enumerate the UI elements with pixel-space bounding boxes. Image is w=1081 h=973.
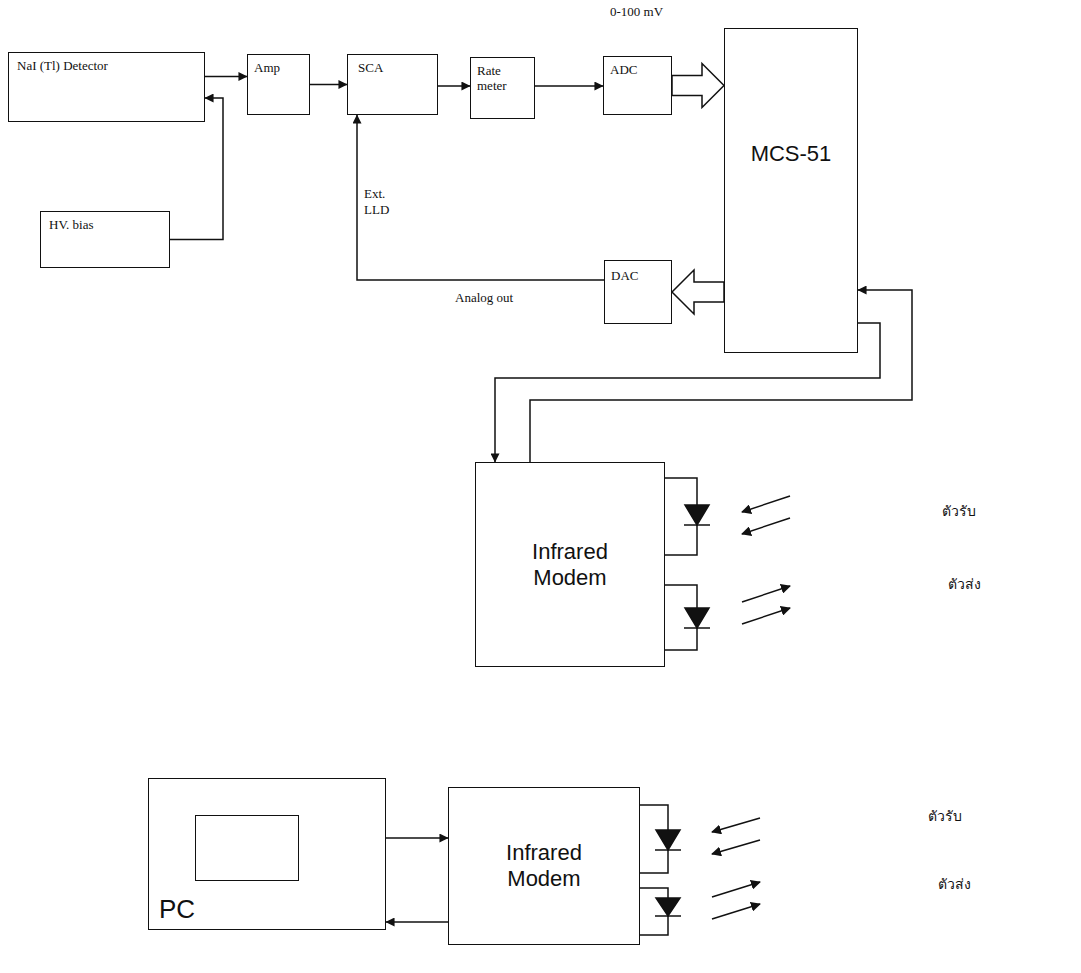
bus-arrow — [672, 64, 724, 108]
light-arrow — [712, 904, 760, 919]
pc-box: PC — [148, 778, 386, 930]
signal-range: 0-100 mV — [610, 4, 700, 20]
node-label: MCS-51 — [751, 141, 832, 167]
receiver-label: ตัวรับ — [942, 503, 1012, 521]
diode-lead — [640, 850, 668, 873]
diode-lead — [640, 916, 668, 935]
signal-connector — [310, 84, 347, 86]
diode-lead — [665, 525, 697, 555]
light-arrow — [712, 882, 760, 897]
light-arrow — [712, 840, 760, 854]
adc-box: ADC — [603, 56, 672, 115]
light-arrow — [742, 518, 790, 534]
light-arrow — [742, 608, 790, 624]
diode-symbol — [685, 608, 709, 628]
ratemeter-box: Rate meter — [470, 57, 535, 119]
diode-lead — [640, 888, 668, 898]
microcontroller-box: MCS-51 — [724, 28, 858, 353]
signal-name: Ext. LLD — [364, 186, 404, 219]
light-arrow — [742, 586, 790, 602]
node-label: Rate meter — [477, 64, 528, 94]
node-label: Infrared Modem — [515, 539, 625, 591]
diode-lead — [665, 585, 697, 608]
receiver-label: ตัวรับ — [928, 808, 998, 826]
diode-lead — [665, 478, 697, 505]
modem-box: Infrared Modem — [448, 787, 640, 945]
diode-symbol — [656, 898, 680, 916]
diode-lead — [640, 805, 668, 830]
node-label: Amp — [254, 61, 280, 76]
node-label: HV. bias — [49, 218, 94, 233]
detector-box: NaI (Tl) Detector — [8, 52, 205, 122]
light-arrow — [712, 818, 760, 832]
node-label: NaI (Tl) Detector — [17, 59, 108, 74]
bus-arrow — [672, 270, 724, 314]
diode-symbol — [656, 830, 680, 850]
node-label: SCA — [358, 61, 383, 76]
transmitter-label: ตัวส่ง — [948, 576, 1018, 594]
monitor-screen — [195, 815, 299, 881]
node-label: ADC — [610, 63, 637, 78]
node-label: PC — [159, 894, 195, 925]
diode-lead — [665, 628, 697, 650]
signal-connector — [535, 85, 603, 87]
signal-connector — [438, 85, 470, 87]
signal-connector — [386, 837, 448, 839]
signal-connector — [357, 115, 604, 280]
signal-connector — [386, 921, 448, 923]
signal-connector — [205, 76, 247, 78]
signal-name: Analog out — [455, 290, 545, 306]
sca-box: SCA — [347, 54, 438, 115]
modem-box: Infrared Modem — [475, 462, 665, 667]
light-arrow — [742, 496, 790, 512]
amplifier-box: Amp — [247, 54, 310, 115]
transmitter-label: ตัวส่ง — [938, 876, 1008, 894]
hv-bias-box: HV. bias — [40, 211, 170, 268]
node-label: DAC — [611, 269, 638, 284]
dac-box: DAC — [604, 260, 672, 324]
node-label: Infrared Modem — [489, 840, 599, 892]
diode-symbol — [685, 505, 709, 525]
